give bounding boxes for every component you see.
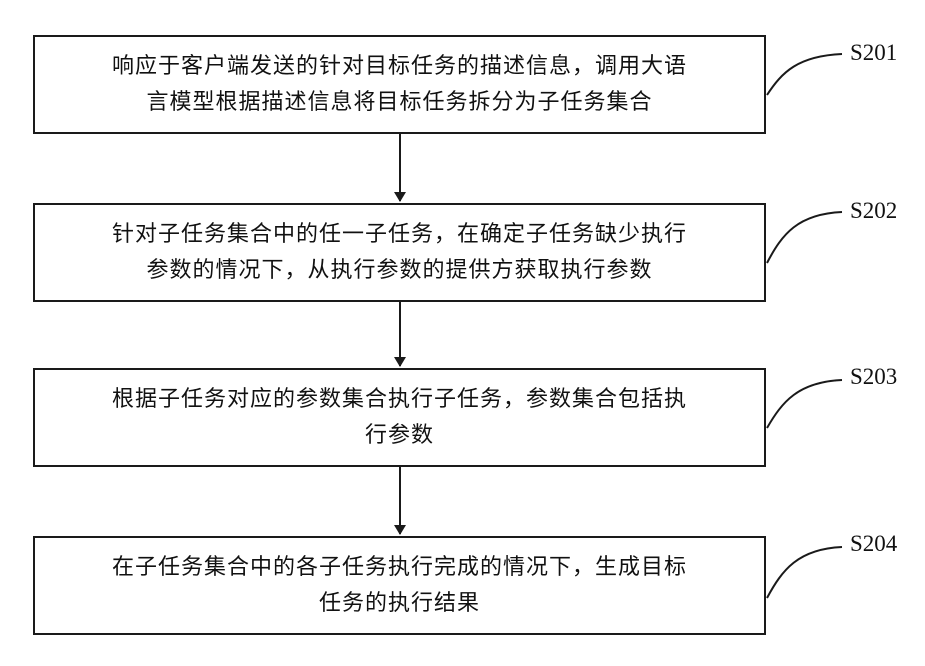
step-box-s204: 在子任务集合中的各子任务执行完成的情况下，生成目标 任务的执行结果: [33, 536, 766, 635]
step-label-s203: S203: [850, 364, 897, 390]
step-text-line: 根据子任务对应的参数集合执行子任务，参数集合包括执: [112, 382, 687, 418]
step-text-line: 言模型根据描述信息将目标任务拆分为子任务集合: [146, 85, 652, 121]
step-box-s202: 针对子任务集合中的任一子任务，在确定子任务缺少执行 参数的情况下，从执行参数的提…: [33, 203, 766, 302]
step-label-s201: S201: [850, 40, 897, 66]
step-label-s202: S202: [850, 198, 897, 224]
leader-curve-s203: [767, 380, 842, 428]
leader-curve-s201: [767, 54, 842, 95]
step-label-s204: S204: [850, 531, 897, 557]
step-text-line: 参数的情况下，从执行参数的提供方获取执行参数: [146, 253, 652, 289]
step-text-line: 行参数: [365, 418, 434, 454]
step-text-line: 针对子任务集合中的任一子任务，在确定子任务缺少执行: [112, 217, 687, 253]
leader-curve-s202: [767, 212, 842, 263]
step-box-s203: 根据子任务对应的参数集合执行子任务，参数集合包括执 行参数: [33, 368, 766, 467]
step-box-s201: 响应于客户端发送的针对目标任务的描述信息，调用大语 言模型根据描述信息将目标任务…: [33, 35, 766, 134]
leader-curve-s204: [767, 547, 842, 598]
step-text-line: 响应于客户端发送的针对目标任务的描述信息，调用大语: [112, 49, 687, 85]
step-text-line: 任务的执行结果: [319, 586, 480, 622]
step-text-line: 在子任务集合中的各子任务执行完成的情况下，生成目标: [112, 550, 687, 586]
